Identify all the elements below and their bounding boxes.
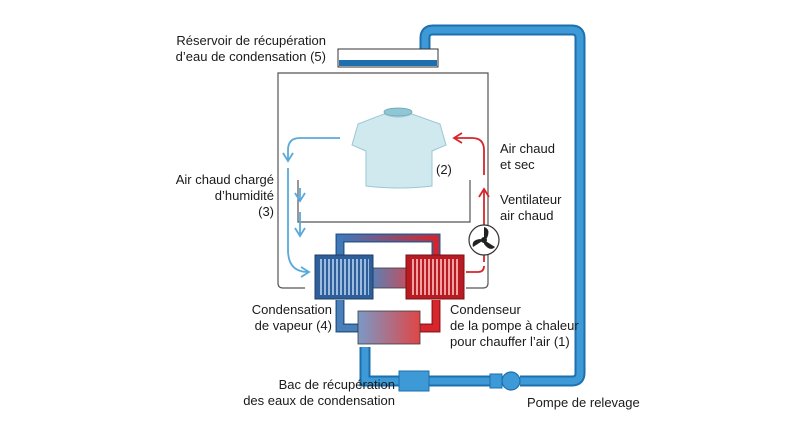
condenser-label-line3: pour chauffer l’air (1) xyxy=(450,334,570,349)
reservoir-label-line2: d’eau de condensation (5) xyxy=(175,49,326,64)
tray-label: Bac de récupération des eaux de condensa… xyxy=(240,377,395,409)
condensate-reservoir xyxy=(337,48,439,68)
fan-icon xyxy=(468,224,500,256)
condenser-label-line2: de la pompe à chaleur xyxy=(450,318,579,333)
condenser-label: Condenseur de la pompe à chaleur pour ch… xyxy=(450,302,579,350)
pump-icon xyxy=(489,371,521,391)
dry-air-label-line1: Air chaud xyxy=(500,141,555,156)
laundry-number: (2) xyxy=(436,162,452,177)
drum-outline xyxy=(277,72,489,289)
humid-air-label: Air chaud chargé d’humidité (3) xyxy=(160,172,274,220)
condensation-label-line2: de vapeur (4) xyxy=(254,318,332,333)
dry-air-label: Air chaud et sec xyxy=(500,141,555,173)
humid-air-label-line2: d’humidité xyxy=(214,188,274,203)
condensation-label-line1: Condensation xyxy=(251,302,332,317)
fan-label-line1: Ventilateur xyxy=(500,192,562,207)
tray-label-line2: des eaux de condensation xyxy=(243,393,395,408)
fan-label: Ventilateur air chaud xyxy=(500,192,561,224)
laundry-shirt xyxy=(351,107,447,189)
humid-air-label-line1: Air chaud chargé xyxy=(175,172,274,187)
dry-air-label-line2: et sec xyxy=(500,157,535,172)
condenser-label-line1: Condenseur xyxy=(450,302,521,317)
refrigerant-circuit xyxy=(335,233,441,345)
drain-pipe xyxy=(359,24,586,387)
condenser-coil xyxy=(405,254,465,300)
humid-air-label-line3: (3) xyxy=(258,204,274,219)
pump-label: Pompe de relevage xyxy=(527,395,640,410)
reservoir-label: Réservoir de récupération d’eau de conde… xyxy=(150,33,326,65)
reservoir-label-line1: Réservoir de récupération xyxy=(176,33,326,48)
evaporator-coil xyxy=(314,254,374,300)
condensate-tray xyxy=(398,370,430,392)
condensation-label: Condensation de vapeur (4) xyxy=(220,302,332,334)
fan-label-line2: air chaud xyxy=(500,208,554,223)
humid-air-arrows xyxy=(282,137,340,278)
tray-label-line1: Bac de récupération xyxy=(278,377,395,392)
